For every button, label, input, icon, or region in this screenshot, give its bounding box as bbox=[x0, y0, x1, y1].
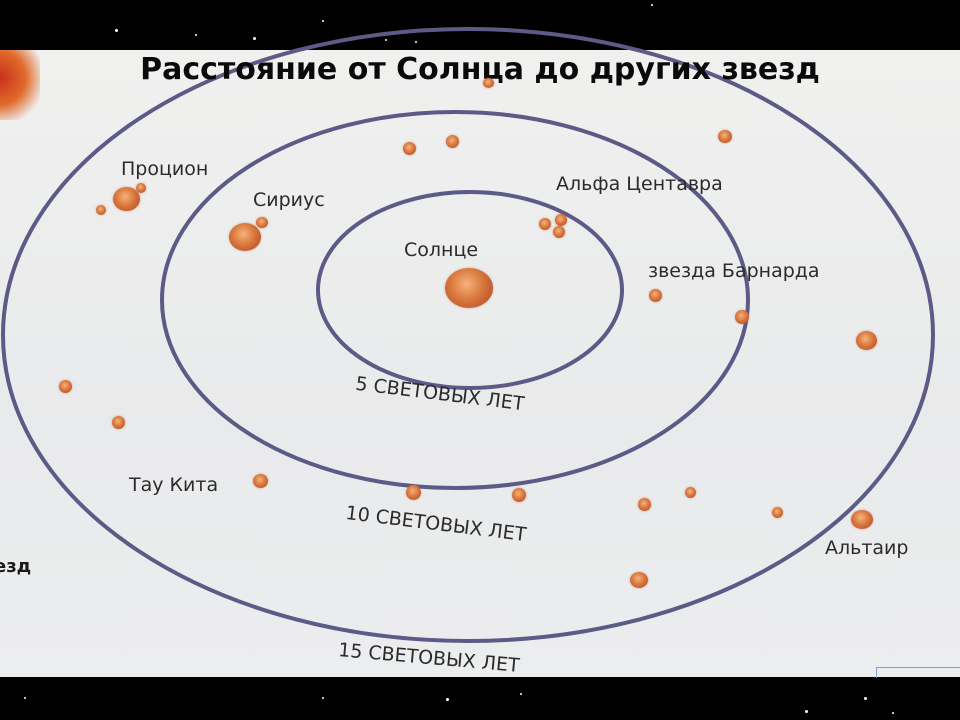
background-star bbox=[195, 34, 197, 36]
background-star bbox=[864, 697, 867, 700]
star-icon bbox=[735, 310, 749, 324]
background-star bbox=[892, 712, 894, 714]
star-alpha-centauri-b-icon bbox=[555, 214, 567, 226]
ring-15-ly bbox=[1, 27, 935, 643]
star-icon bbox=[406, 485, 421, 500]
ring-5-ly bbox=[316, 190, 624, 390]
star-alpha-centauri-c-icon bbox=[553, 226, 565, 238]
background-star bbox=[805, 710, 808, 713]
star-label-barnard: звезда Барнарда bbox=[648, 260, 820, 282]
star-icon bbox=[96, 205, 106, 215]
background-star bbox=[253, 37, 256, 40]
star-sirius-companion-icon bbox=[256, 217, 268, 228]
page-title: Расстояние от Солнца до других звезд bbox=[140, 52, 820, 87]
diagram-background bbox=[0, 50, 960, 677]
background-star bbox=[115, 29, 118, 32]
star-label-sirius: Сириус bbox=[253, 189, 325, 211]
star-tau-ceti-icon bbox=[253, 474, 268, 488]
star-procyon-icon bbox=[113, 187, 140, 211]
star-icon bbox=[446, 135, 459, 148]
star-altair-icon bbox=[851, 510, 873, 529]
star-procyon-companion-icon bbox=[136, 183, 146, 193]
background-star bbox=[415, 41, 417, 43]
star-label-procyon: Процион bbox=[121, 158, 209, 180]
ring-10-ly bbox=[160, 110, 750, 490]
background-star bbox=[520, 693, 522, 695]
star-icon bbox=[718, 130, 732, 143]
background-star bbox=[322, 697, 324, 699]
decorative-flame bbox=[0, 50, 40, 120]
star-label-alpha-centauri: Альфа Центавра bbox=[556, 173, 723, 195]
star-icon bbox=[638, 498, 651, 511]
star-icon bbox=[512, 488, 526, 502]
background-star bbox=[385, 39, 387, 41]
star-sirius-icon bbox=[229, 223, 261, 251]
star-icon bbox=[59, 380, 72, 393]
star-icon bbox=[630, 572, 648, 588]
star-icon bbox=[112, 416, 125, 429]
star-icon bbox=[685, 487, 696, 498]
star-icon bbox=[772, 507, 783, 518]
star-icon bbox=[403, 142, 416, 155]
star-label-tau-ceti: Тау Кита bbox=[129, 474, 219, 496]
star-barnard-icon bbox=[649, 289, 662, 302]
cropped-text-fragment: езд bbox=[0, 556, 32, 577]
background-star bbox=[322, 20, 324, 22]
cropped-box-edge bbox=[876, 667, 960, 678]
background-star bbox=[651, 4, 653, 6]
sun-icon bbox=[445, 268, 493, 308]
star-label-altair: Альтаир bbox=[825, 537, 909, 559]
background-star bbox=[446, 698, 449, 701]
star-icon bbox=[483, 78, 494, 88]
star-alpha-centauri-a-icon bbox=[539, 218, 551, 230]
sun-label: Солнце bbox=[404, 239, 479, 261]
star-icon bbox=[856, 331, 877, 350]
background-star bbox=[24, 697, 26, 699]
